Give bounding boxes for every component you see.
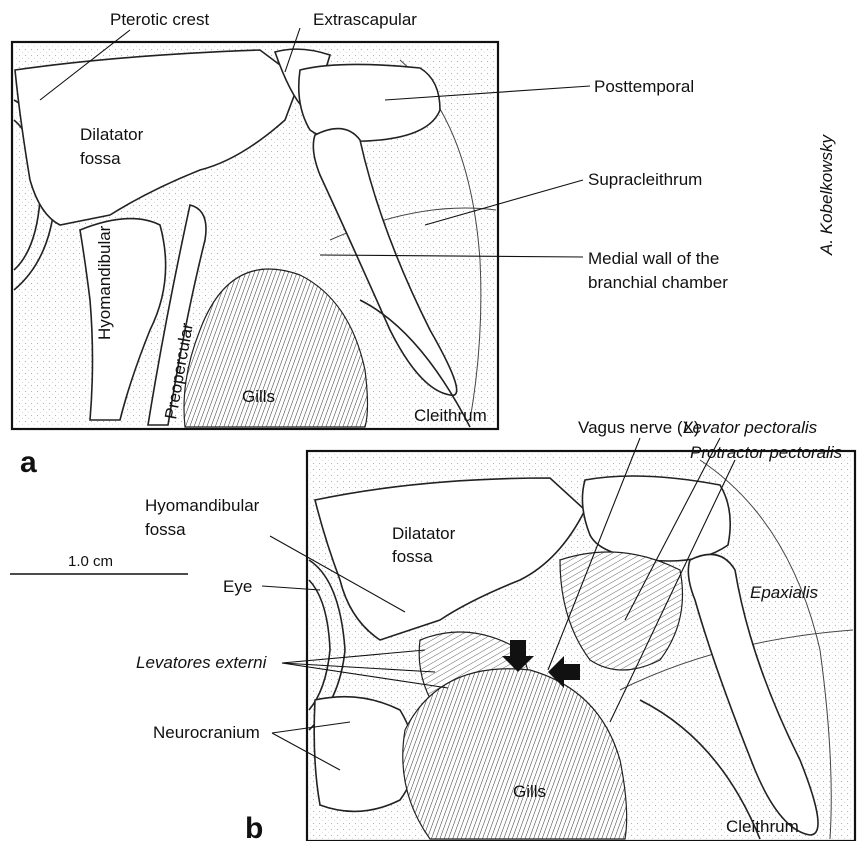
label-hyomandibular-fossa-line1: Hyomandibular	[145, 496, 260, 515]
label-levator-pectoralis: Levator pectoralis	[683, 418, 818, 437]
label-dilatator-fossa-a-line2: fossa	[80, 149, 121, 168]
label-medial-wall-line1: Medial wall of the	[588, 249, 719, 268]
label-gills-a: Gills	[242, 387, 275, 406]
panel-a: Pterotic crest Extrascapular Posttempora…	[12, 10, 728, 479]
label-dilatator-fossa-b-line2: fossa	[392, 547, 433, 566]
panel-letter-a: a	[20, 446, 37, 479]
label-pterotic-crest: Pterotic crest	[110, 10, 209, 29]
label-cleithrum-b: Cleithrum	[726, 817, 799, 836]
scale-bar: 1.0 cm	[10, 553, 188, 574]
label-protractor-pectoralis: Protractor pectoralis	[690, 443, 843, 462]
label-supracleithrum: Supracleithrum	[588, 170, 702, 189]
posttemporal-bone	[299, 64, 440, 141]
neurocranium-lower	[314, 697, 415, 812]
label-hyomandibular-fossa-line2: fossa	[145, 520, 186, 539]
label-cleithrum-a: Cleithrum	[414, 406, 487, 425]
panel-letter-b: b	[245, 812, 263, 841]
label-posttemporal: Posttemporal	[594, 77, 694, 96]
label-hyomandibular: Hyomandibular	[95, 225, 114, 340]
label-eye: Eye	[223, 577, 252, 596]
label-dilatator-fossa-b-line1: Dilatator	[392, 524, 456, 543]
posttemporal-bone	[582, 476, 730, 561]
panel-b: Vagus nerve (X) Levator pectoralis Protr…	[136, 418, 855, 841]
label-vagus-nerve: Vagus nerve (X)	[578, 418, 700, 437]
label-gills-b: Gills	[513, 782, 546, 801]
artist-credit: A. Kobelkowsky	[817, 134, 836, 256]
label-extrascapular: Extrascapular	[313, 10, 417, 29]
label-dilatator-fossa-a-line1: Dilatator	[80, 125, 144, 144]
label-levatores-externi: Levatores externi	[136, 653, 268, 672]
scale-bar-label: 1.0 cm	[68, 553, 113, 570]
label-medial-wall-line2: branchial chamber	[588, 273, 728, 292]
label-neurocranium: Neurocranium	[153, 723, 260, 742]
label-epaxialis: Epaxialis	[750, 583, 819, 602]
